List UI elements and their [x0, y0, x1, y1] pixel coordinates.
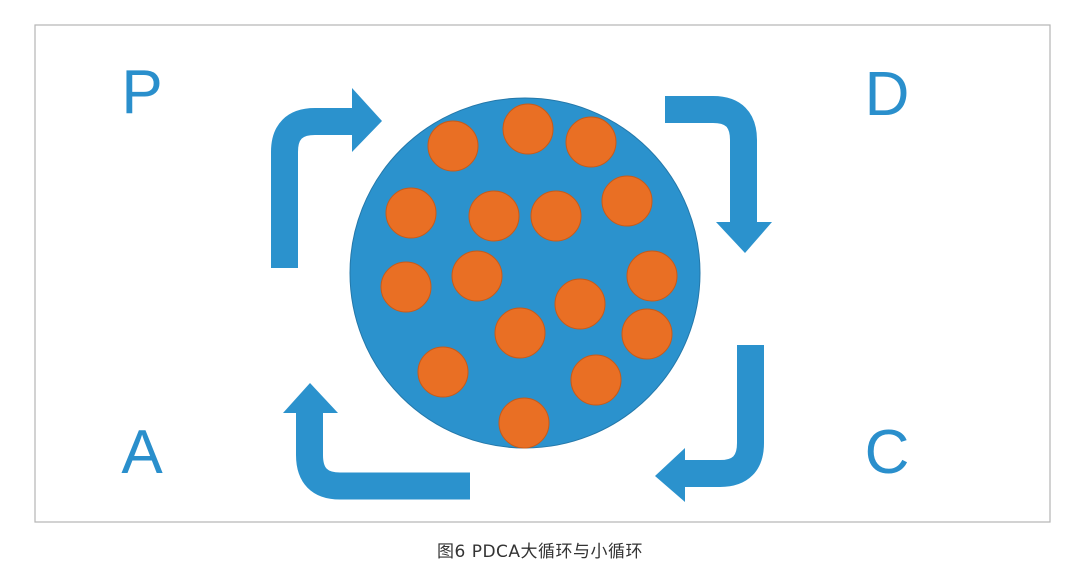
small-cycle — [554, 278, 606, 330]
small-cycle — [417, 346, 469, 398]
arrowhead-icon — [352, 88, 382, 152]
arrow-do-to-check — [665, 96, 757, 223]
arrow-plan-to-do — [271, 108, 353, 268]
label-check: C — [865, 418, 910, 487]
small-cycle — [385, 187, 437, 239]
figure-caption: 图6 PDCA大循环与小循环 — [436, 542, 644, 562]
arrowhead-icon — [716, 222, 772, 253]
label-plan: P — [121, 58, 162, 127]
arrowhead-icon — [283, 383, 338, 413]
label-do: D — [865, 60, 910, 129]
small-cycle — [427, 120, 479, 172]
small-cycle — [451, 250, 503, 302]
small-cycle — [502, 103, 554, 155]
small-cycle — [380, 261, 432, 313]
small-cycle — [601, 175, 653, 227]
arrow-act-to-plan — [296, 412, 470, 500]
small-cycle — [468, 190, 520, 242]
small-cycle — [621, 308, 673, 360]
small-cycle — [626, 250, 678, 302]
arrow-check-to-act — [684, 345, 764, 487]
small-cycle — [530, 190, 582, 242]
arrowhead-icon — [655, 448, 685, 502]
small-cycle — [498, 397, 550, 449]
small-cycle — [565, 116, 617, 168]
label-act: A — [121, 418, 163, 487]
small-cycle — [494, 307, 546, 359]
small-cycle — [570, 354, 622, 406]
